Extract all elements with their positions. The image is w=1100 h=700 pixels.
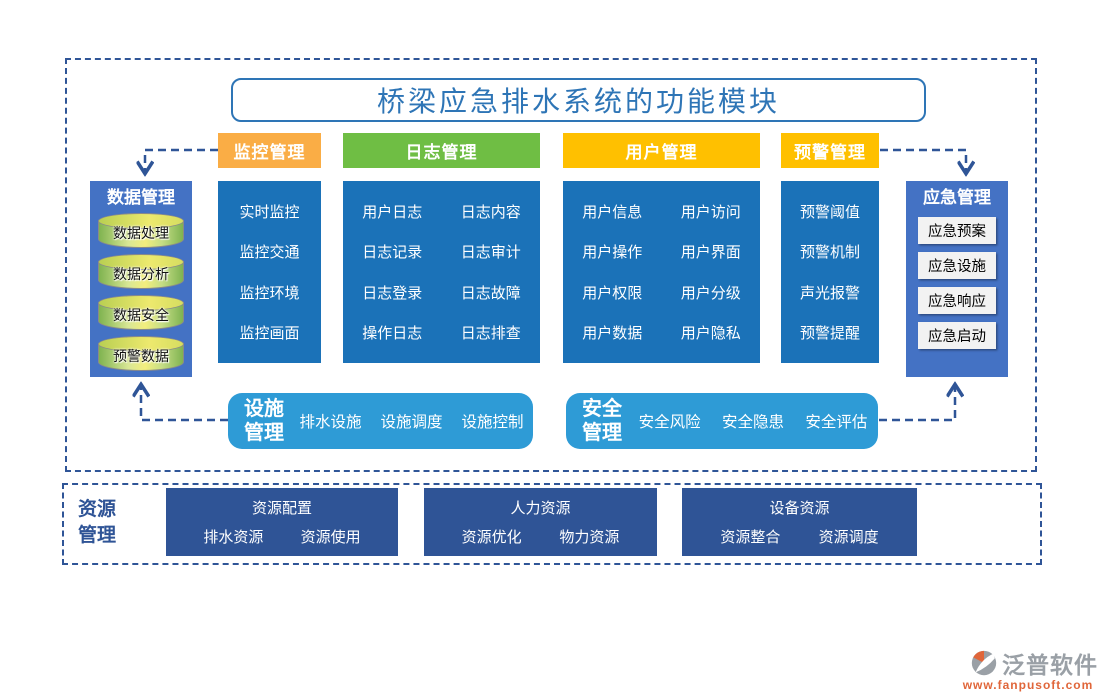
- user-item: 用户界面: [680, 244, 741, 262]
- emergency-item: 应急响应: [918, 287, 996, 314]
- user-item: 用户权限: [582, 284, 643, 302]
- vendor-url[interactable]: www.fanpusoft.com: [962, 678, 1094, 692]
- resource-group-items: 资源整合 资源调度: [682, 526, 917, 547]
- user-item: 用户操作: [582, 244, 643, 262]
- vendor-name: 泛普软件: [1002, 652, 1098, 678]
- warning-item: 预警提醒: [799, 325, 860, 343]
- safety-item: 安全风险: [638, 414, 701, 431]
- log-item: 日志登录: [362, 284, 423, 302]
- safety-bar-title: 安全管理: [582, 398, 622, 444]
- facility-bar-title: 设施管理: [244, 398, 284, 444]
- safety-bar-items: 安全风险 安全隐患 安全评估: [628, 410, 878, 432]
- resource-item: 排水资源: [203, 529, 264, 547]
- cylinder-label: 预警数据: [113, 348, 169, 364]
- data-cylinder: 数据处理: [98, 209, 184, 250]
- monitoring-item: 监控环境: [239, 284, 300, 302]
- emergency-item: 应急预案: [918, 217, 996, 244]
- header-warning: 预警管理: [781, 133, 879, 168]
- resource-group-items: 资源优化 物力资源: [424, 526, 657, 547]
- header-user: 用户管理: [563, 133, 760, 168]
- log-row: 日志登录 日志故障: [343, 282, 540, 303]
- monitoring-item: 监控交通: [239, 244, 300, 262]
- user-row: 用户操作 用户界面: [563, 241, 760, 262]
- data-management-title: 数据管理: [107, 188, 175, 207]
- warning-item: 预警机制: [799, 244, 860, 262]
- cylinder-label: 数据处理: [113, 225, 169, 241]
- user-item: 用户访问: [680, 203, 741, 221]
- facility-item: 排水设施: [299, 414, 362, 431]
- main-dashed-frame: [65, 58, 1037, 472]
- cylinder-top: [98, 213, 184, 229]
- resource-item: 资源优化: [461, 529, 522, 547]
- resource-group-title: 人力资源: [510, 499, 571, 517]
- emergency-management-panel: 应急管理 应急预案 应急设施 应急响应 应急启动: [906, 181, 1008, 377]
- emergency-item: 应急启动: [918, 322, 996, 349]
- resource-group-allocation: 资源配置 排水资源 资源使用: [166, 488, 398, 556]
- log-row: 用户日志 日志内容: [343, 201, 540, 222]
- resource-group-human: 人力资源 资源优化 物力资源: [424, 488, 657, 556]
- monitoring-item: 监控画面: [239, 325, 300, 343]
- cylinder-top: [98, 295, 184, 311]
- monitoring-item: 实时监控: [239, 203, 300, 221]
- log-item: 日志内容: [460, 203, 521, 221]
- data-cylinder: 数据安全: [98, 291, 184, 332]
- vendor-logo[interactable]: 泛普软件 www.fanpusoft.com: [958, 646, 1098, 692]
- resource-item: 资源整合: [720, 529, 781, 547]
- facility-item: 设施调度: [380, 414, 443, 431]
- log-row: 日志记录 日志审计: [343, 241, 540, 262]
- user-item: 用户数据: [582, 325, 643, 343]
- log-row: 操作日志 日志排查: [343, 322, 540, 343]
- log-item: 日志故障: [460, 284, 521, 302]
- diagram-title-box: 桥梁应急排水系统的功能模块: [231, 78, 926, 122]
- log-item: 日志记录: [362, 244, 423, 262]
- resource-item: 资源调度: [818, 529, 879, 547]
- user-item: 用户隐私: [680, 325, 741, 343]
- log-item: 日志排查: [460, 325, 521, 343]
- user-item: 用户分级: [680, 284, 741, 302]
- resource-group-equipment: 设备资源 资源整合 资源调度: [682, 488, 917, 556]
- log-item: 操作日志: [362, 325, 423, 343]
- cylinder-label: 数据安全: [113, 307, 169, 323]
- warning-item: 声光报警: [799, 284, 860, 302]
- facility-bar-items: 排水设施 设施调度 设施控制: [290, 410, 533, 432]
- resource-group-title: 资源配置: [251, 499, 312, 517]
- data-cylinder: 数据分析: [98, 250, 184, 291]
- log-item: 日志审计: [460, 244, 521, 262]
- user-row: 用户信息 用户访问: [563, 201, 760, 222]
- emergency-item: 应急设施: [918, 252, 996, 279]
- header-monitoring: 监控管理: [218, 133, 321, 168]
- diagram-title: 桥梁应急排水系统的功能模块: [376, 87, 780, 118]
- resource-dashed-frame: [62, 483, 1042, 565]
- data-management-panel: 数据管理 数据处理 数据分析 数据安全 预警数据: [90, 181, 192, 377]
- emergency-management-title: 应急管理: [923, 188, 991, 207]
- user-row: 用户数据 用户隐私: [563, 322, 760, 343]
- column-user: 用户信息 用户访问 用户操作 用户界面 用户权限 用户分级 用户数据 用户隐私: [563, 181, 760, 363]
- safety-management-bar: 安全管理 安全风险 安全隐患 安全评估: [566, 393, 878, 449]
- resource-item: 资源使用: [300, 529, 361, 547]
- fanpu-logo-icon: [971, 650, 997, 676]
- cylinder-label: 数据分析: [113, 266, 169, 282]
- user-item: 用户信息: [582, 203, 643, 221]
- column-monitoring: 实时监控 监控交通 监控环境 监控画面: [218, 181, 321, 363]
- column-log: 用户日志 日志内容 日志记录 日志审计 日志登录 日志故障 操作日志 日志排查: [343, 181, 540, 363]
- cylinder-top: [98, 336, 184, 352]
- cylinder-top: [98, 254, 184, 270]
- safety-item: 安全隐患: [721, 414, 784, 431]
- warning-item: 预警阈值: [799, 203, 860, 221]
- header-log: 日志管理: [343, 133, 540, 168]
- resource-management-label: 资源管理: [78, 499, 117, 546]
- user-row: 用户权限 用户分级: [563, 282, 760, 303]
- safety-item: 安全评估: [805, 414, 868, 431]
- log-item: 用户日志: [362, 203, 423, 221]
- column-warning: 预警阈值 预警机制 声光报警 预警提醒: [781, 181, 879, 363]
- facility-management-bar: 设施管理 排水设施 设施调度 设施控制: [228, 393, 533, 449]
- resource-group-title: 设备资源: [769, 499, 830, 517]
- data-cylinder: 预警数据: [98, 332, 184, 373]
- resource-item: 物力资源: [559, 529, 620, 547]
- resource-group-items: 排水资源 资源使用: [166, 526, 398, 547]
- facility-item: 设施控制: [461, 414, 524, 431]
